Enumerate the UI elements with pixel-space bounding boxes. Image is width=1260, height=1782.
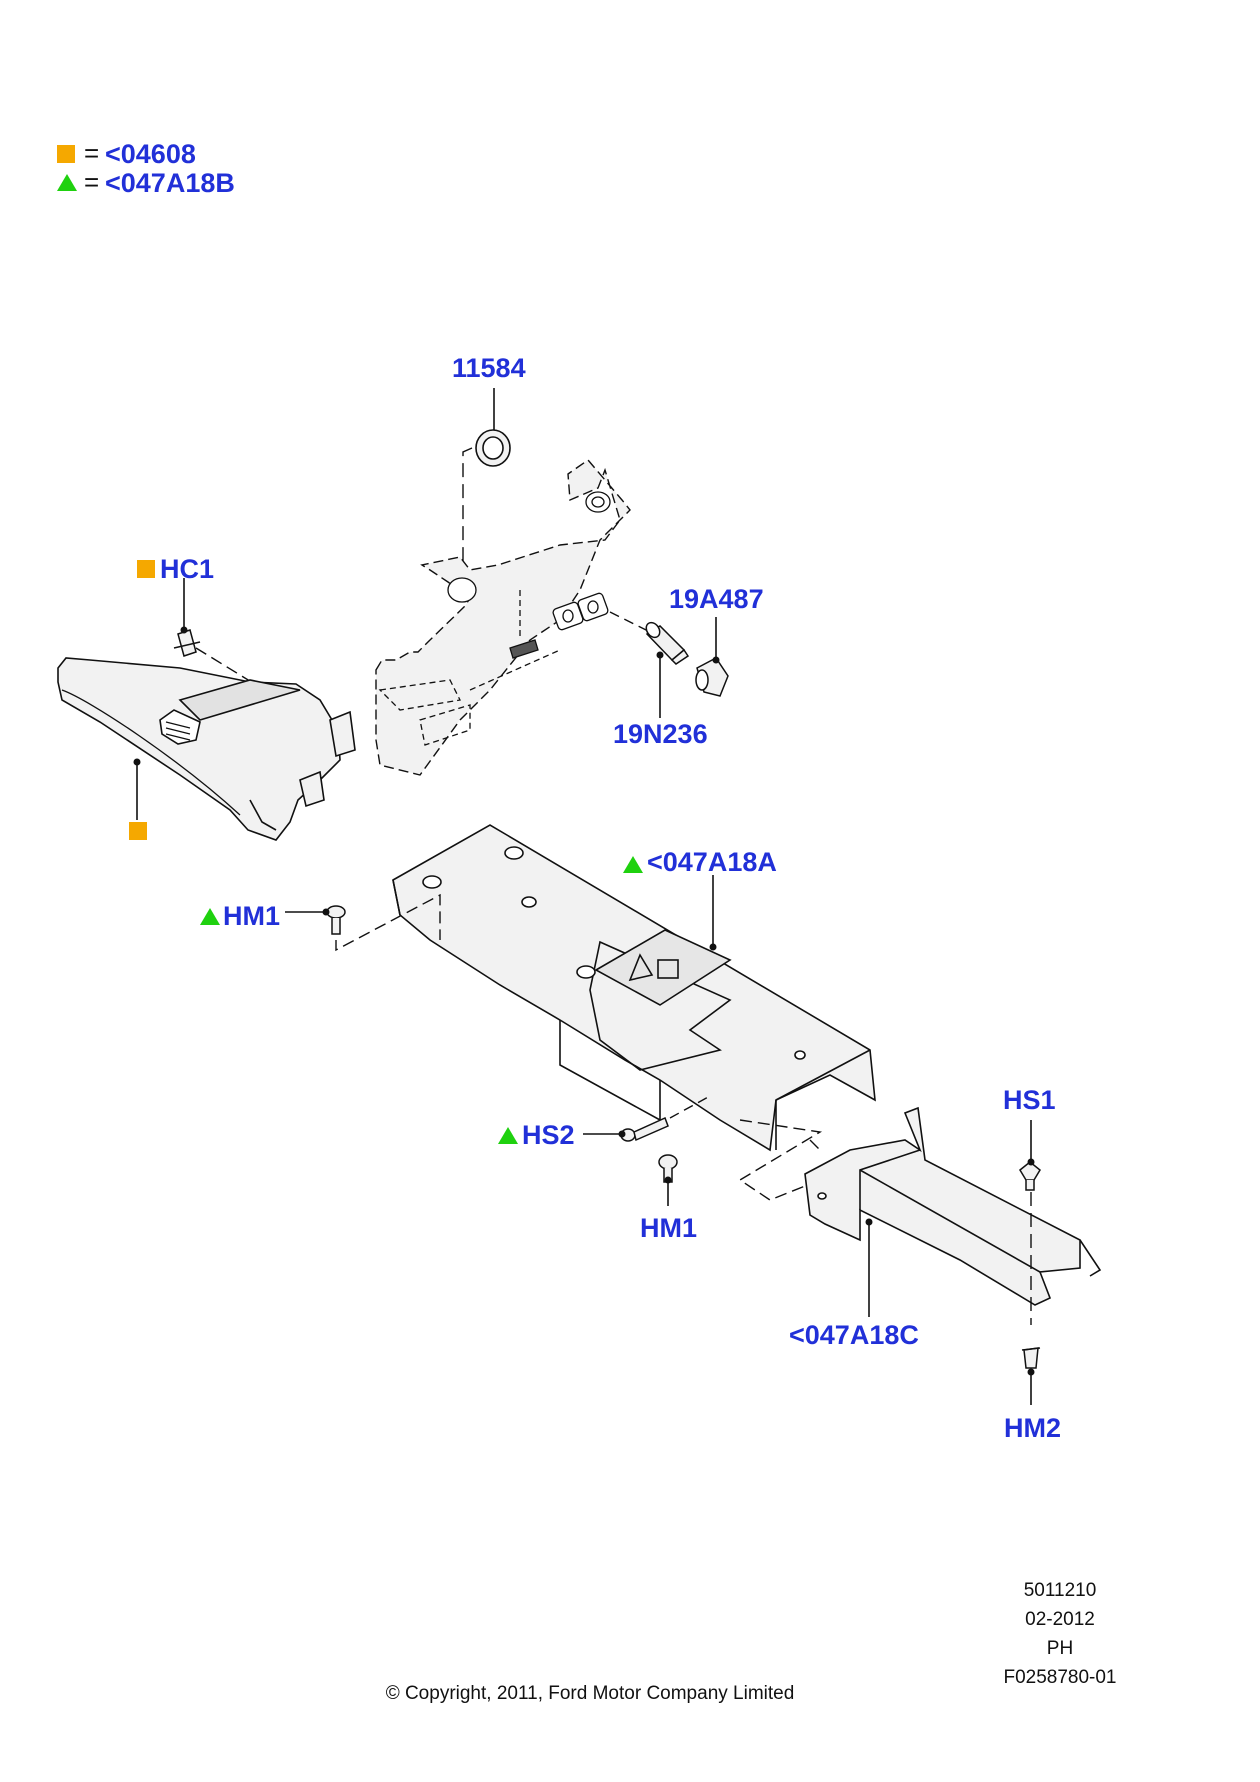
legend-triangle-code: <047A18B <box>105 168 235 198</box>
callout-hm1-left: HM1 <box>223 901 280 931</box>
hs2-triangle-marker <box>498 1127 518 1144</box>
drawing-date: 02-2012 <box>1025 1609 1095 1630</box>
part-grommet-11584 <box>475 429 511 467</box>
part-stud-hs1 <box>1019 1161 1041 1191</box>
part-screw-hm1-left <box>326 905 346 935</box>
dashed-hs2-path <box>669 1095 711 1119</box>
callout-hs2: HS2 <box>522 1120 575 1150</box>
leader-hc1-dot <box>180 626 188 634</box>
callout-19a487: 19A487 <box>669 584 764 614</box>
callout-hm1-bottom: HM1 <box>640 1213 697 1243</box>
legend-triangle-marker <box>57 174 77 191</box>
leader-hm1-left-dot <box>322 908 330 916</box>
figure-number: F0258780-01 <box>1003 1667 1117 1688</box>
leader-047a18a-dot <box>709 943 717 951</box>
legend-triangle-equals: = <box>84 167 99 197</box>
legend-square-marker <box>57 145 75 163</box>
dashed-19a487-path <box>609 611 651 633</box>
leader-hs1-dot <box>1027 1158 1035 1166</box>
part-bracket-047a18a <box>392 824 876 1152</box>
part-clip-hm2 <box>1021 1347 1041 1369</box>
part-side-trim-panel <box>57 657 356 841</box>
legend-square-equals: = <box>84 138 99 168</box>
part-console-panel <box>375 459 631 776</box>
leader-hm1-bottom-dot <box>664 1176 672 1184</box>
leader-hs2-dot <box>618 1130 626 1138</box>
part-clip-hc1 <box>173 629 201 657</box>
callout-19n236: 19N236 <box>613 719 708 749</box>
callout-hc1: HC1 <box>160 554 214 584</box>
callout-hm2: HM2 <box>1004 1413 1061 1443</box>
part-socket-19n236 <box>645 621 690 665</box>
callout-hs1: HS1 <box>1003 1085 1056 1115</box>
legend-square-code: <04608 <box>105 139 196 169</box>
callout-047a18c: <047A18C <box>789 1320 919 1350</box>
legend: = <04608 = <047A18B <box>57 138 235 198</box>
callout-11584: 11584 <box>452 353 526 383</box>
callout-047a18a: <047A18A <box>647 847 777 877</box>
side-trim-square-marker <box>129 822 147 840</box>
part-cap-19a487 <box>695 657 729 697</box>
leader-hm2-dot <box>1027 1368 1035 1376</box>
leader-19a487-dot <box>712 656 720 664</box>
leader-04608-dot <box>133 758 141 766</box>
dashed-hc1-path <box>195 647 259 687</box>
part-bolt-hs2 <box>620 1116 669 1142</box>
hm1-left-triangle-marker <box>200 908 220 925</box>
leader-047a18c-dot <box>865 1218 873 1226</box>
leader-19n236-dot <box>656 651 664 659</box>
drawing-meta: 5011210 02-2012 PH F0258780-01 <box>970 1576 1150 1692</box>
copyright-notice: © Copyright, 2011, Ford Motor Company Li… <box>385 1683 795 1704</box>
console-panel-details <box>378 491 611 746</box>
dashed-11584-path <box>462 447 473 580</box>
drawing-code: PH <box>1046 1638 1074 1659</box>
drawing-number: 5011210 <box>1023 1580 1097 1601</box>
dashed-hm1-left-path <box>335 893 441 952</box>
dashed-bracket-link <box>738 1119 823 1201</box>
047a18a-triangle-marker <box>623 856 643 873</box>
part-bracket-047a18c <box>804 1106 1102 1306</box>
hc1-square-marker <box>137 560 155 578</box>
